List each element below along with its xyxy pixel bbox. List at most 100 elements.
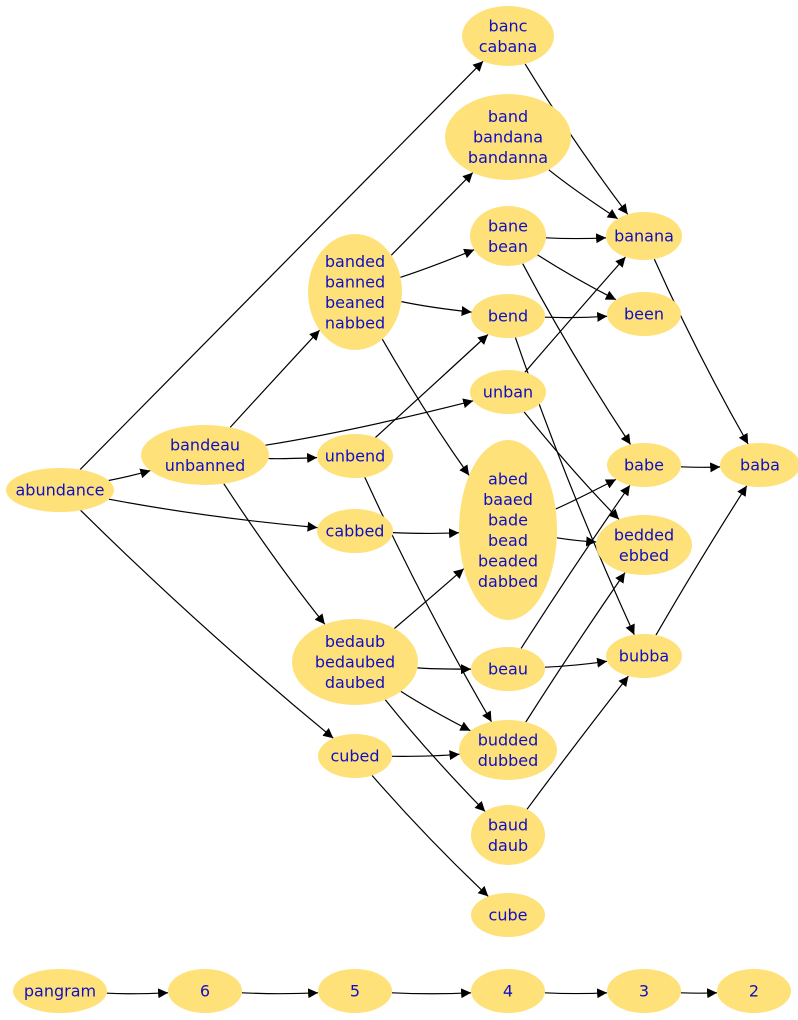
node-banana-shape bbox=[606, 212, 682, 260]
node-cube-label-0: cube bbox=[489, 906, 528, 925]
edge-baud-to-bubba bbox=[526, 675, 629, 810]
node-babe: babe bbox=[607, 443, 681, 487]
edge-bedaub-to-abed bbox=[394, 568, 465, 629]
node-bandeau-label-1: unbanned bbox=[165, 456, 246, 475]
edges-layer bbox=[79, 60, 749, 999]
node-pangram: pangram bbox=[13, 969, 107, 1013]
edge-unbend-to-bend bbox=[374, 334, 489, 438]
node-cubed-shape bbox=[318, 734, 392, 778]
node-banded-label-1: banned bbox=[325, 272, 385, 291]
node-bubba-label-0: bubba bbox=[619, 647, 669, 666]
node-budded: budded dubbed bbox=[459, 720, 557, 780]
node-bane-label-1: bean bbox=[488, 237, 528, 256]
node-abed-label-4: beaded bbox=[478, 551, 538, 570]
edge-banded-to-band bbox=[390, 172, 474, 256]
node-cabbed: cabbed bbox=[317, 509, 393, 553]
node-baba-shape bbox=[720, 443, 798, 487]
node-budded-label-0: budded bbox=[478, 730, 539, 749]
node-budded-label-1: dubbed bbox=[478, 751, 539, 770]
edge-babe-to-baba bbox=[680, 462, 721, 473]
node-l6-label-0: 6 bbox=[200, 982, 210, 1001]
node-cube: cube bbox=[471, 893, 545, 937]
node-unbend-shape bbox=[317, 434, 393, 478]
edge-banded-to-bend bbox=[401, 301, 472, 316]
node-unbend: unbend bbox=[317, 434, 393, 478]
nodes-layer: abundancebanccabanabandbandanabandannaba… bbox=[6, 6, 798, 1013]
node-bedded-label-0: bedded bbox=[614, 525, 674, 544]
edge-abed-to-babe bbox=[555, 478, 617, 510]
edge-band-to-banana bbox=[548, 169, 619, 220]
node-bane: bane bean bbox=[470, 206, 546, 266]
node-abed-label-5: dabbed bbox=[478, 572, 538, 591]
edge-unban-to-bedded bbox=[523, 411, 620, 520]
node-l4-label-0: 4 bbox=[503, 982, 513, 1001]
node-baud-shape bbox=[471, 805, 545, 865]
node-abed-label-2: bade bbox=[488, 510, 528, 529]
edge-budded-to-bedded bbox=[525, 572, 626, 723]
node-bandeau: bandeau unbanned bbox=[141, 425, 269, 485]
node-band-label-2: bandanna bbox=[468, 148, 548, 167]
node-bandeau-shape bbox=[141, 425, 269, 485]
node-unban: unban bbox=[470, 370, 546, 414]
node-been: been bbox=[607, 292, 681, 336]
edge-bedaub-to-budded bbox=[400, 690, 471, 732]
node-beau: beau bbox=[471, 647, 545, 691]
edge-cabbed-to-abed bbox=[392, 528, 460, 539]
node-babe-shape bbox=[607, 443, 681, 487]
node-unbend-label-0: unbend bbox=[325, 447, 386, 466]
node-cubed-label-0: cubed bbox=[330, 747, 379, 766]
node-bubba-shape bbox=[606, 634, 682, 678]
node-banded-label-3: nabbed bbox=[325, 313, 385, 332]
node-bedaub-shape bbox=[292, 619, 418, 705]
node-bend: bend bbox=[471, 294, 545, 338]
node-bedaub-label-1: bedaubed bbox=[315, 653, 395, 672]
edge-bandeau-to-bedaub bbox=[223, 483, 326, 625]
edge-cubed-to-budded bbox=[391, 750, 460, 761]
edge-banded-to-abed bbox=[381, 338, 470, 476]
edge-bane-to-banana bbox=[545, 233, 607, 244]
node-bane-label-0: bane bbox=[488, 216, 528, 235]
node-l2: 2 bbox=[717, 969, 791, 1013]
edge-bane-to-babe bbox=[522, 263, 632, 445]
node-baba-label-0: baba bbox=[740, 456, 780, 475]
node-band-shape bbox=[445, 94, 571, 180]
node-banc-label-0: banc bbox=[489, 16, 528, 35]
node-budded-shape bbox=[459, 720, 557, 780]
edge-bedaub-to-baud bbox=[384, 699, 486, 812]
node-banc-label-1: cabana bbox=[479, 37, 538, 56]
node-l3: 3 bbox=[607, 969, 681, 1013]
edge-bubba-to-baba bbox=[655, 485, 748, 636]
node-l3-shape bbox=[607, 969, 681, 1013]
edge-beau-to-babe bbox=[520, 484, 631, 649]
edge-bandeau-to-banded bbox=[229, 329, 321, 428]
node-cabbed-label-0: cabbed bbox=[326, 522, 385, 541]
edge-unban-to-banana bbox=[524, 256, 626, 373]
node-l2-label-0: 2 bbox=[749, 982, 759, 1001]
node-l3-label-0: 3 bbox=[639, 982, 649, 1001]
node-abed-label-3: bead bbox=[488, 531, 528, 550]
edge-unbend-to-budded bbox=[364, 477, 493, 723]
node-banded-label-2: beaned bbox=[325, 293, 385, 312]
node-bend-label-0: bend bbox=[488, 307, 528, 326]
edge-abed-to-bedded bbox=[556, 536, 597, 547]
edge-abundance-to-banc bbox=[79, 60, 484, 471]
node-bandeau-label-0: bandeau bbox=[170, 435, 240, 454]
node-been-shape bbox=[607, 292, 681, 336]
node-l4: 4 bbox=[471, 969, 545, 1013]
node-band-label-1: bandana bbox=[473, 128, 543, 147]
edge-l4-to-l3 bbox=[544, 988, 608, 999]
node-bedaub-label-2: daubed bbox=[325, 673, 385, 692]
edge-banana-to-baba bbox=[653, 258, 749, 445]
node-cubed: cubed bbox=[318, 734, 392, 778]
node-beau-shape bbox=[471, 647, 545, 691]
edge-bedaub-to-beau bbox=[417, 664, 472, 675]
node-cabbed-shape bbox=[317, 509, 393, 553]
edge-bane-to-been bbox=[537, 254, 617, 301]
node-bedded-shape bbox=[596, 515, 692, 575]
node-abundance-shape bbox=[6, 468, 114, 512]
node-l6-shape bbox=[168, 969, 242, 1013]
